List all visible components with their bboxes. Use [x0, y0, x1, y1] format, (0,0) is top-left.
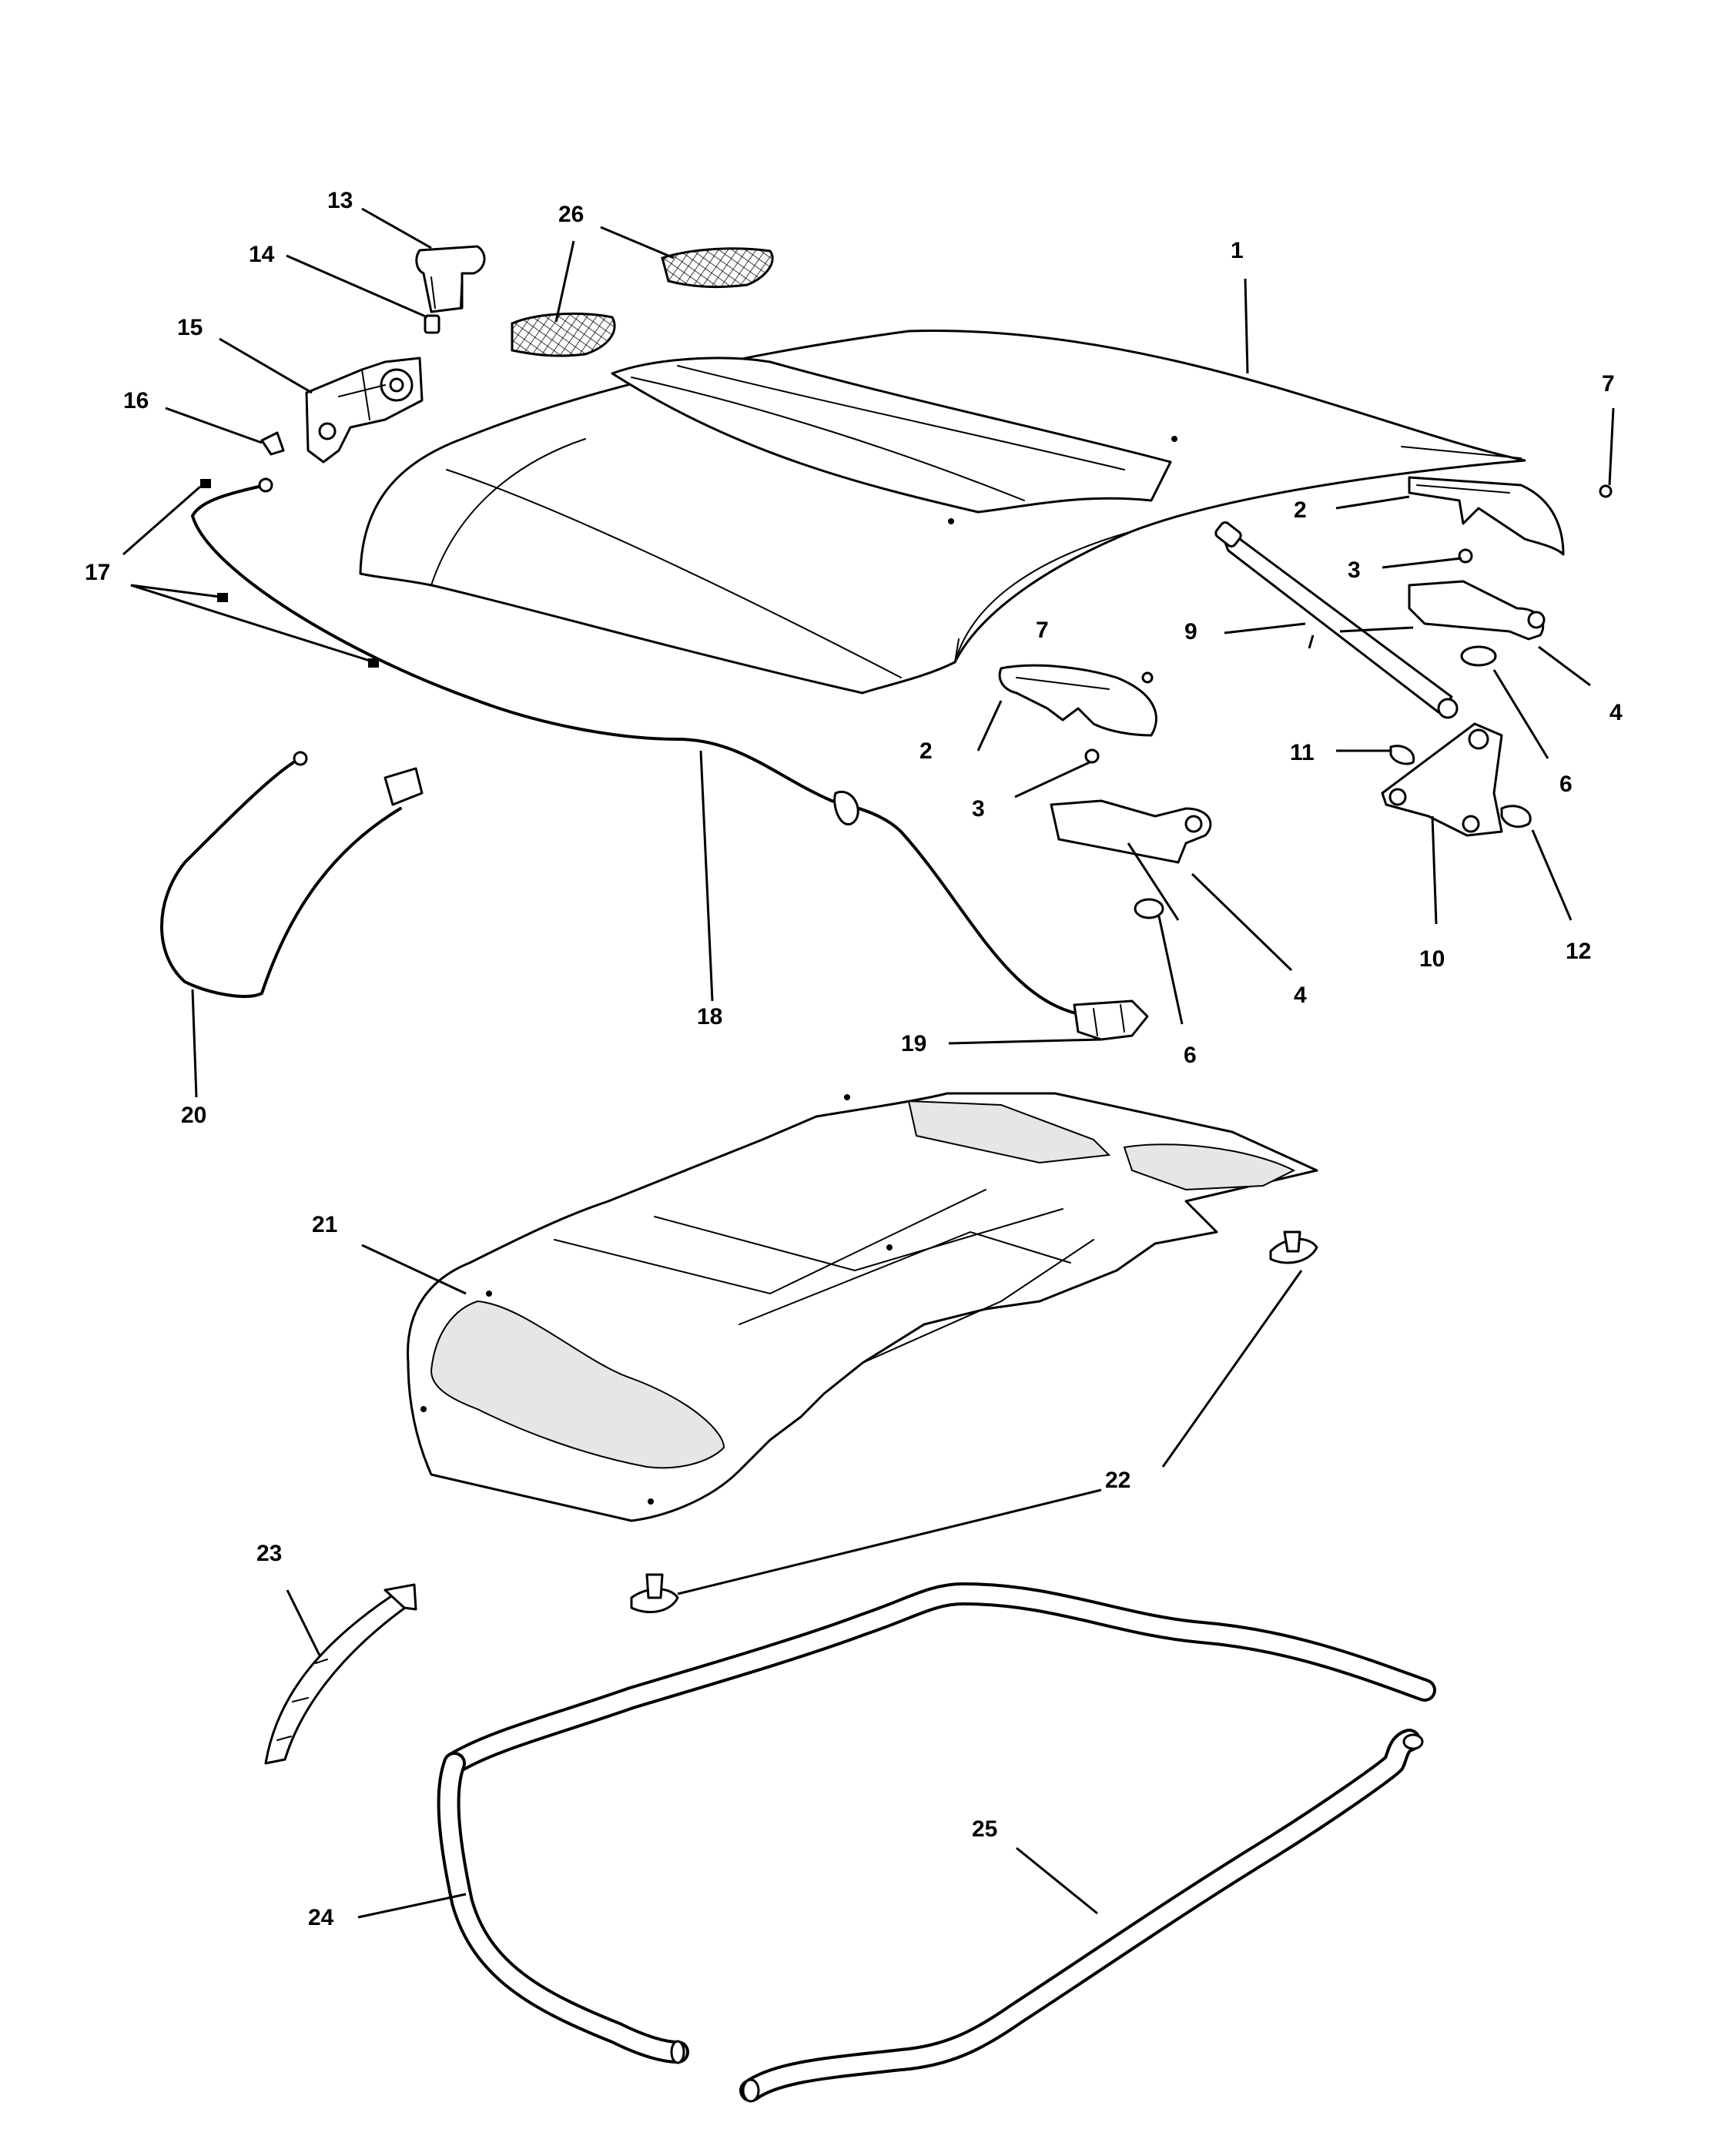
callout-25: 25 — [972, 1816, 997, 1842]
callout-labels: 1 2 2 3 3 4 4 6 6 7 7 9 10 11 12 13 14 1… — [85, 188, 1623, 1930]
callout-14: 14 — [249, 242, 275, 267]
nut-12 — [1500, 805, 1532, 829]
callout-16: 16 — [123, 388, 149, 413]
hinge-bracket-left — [1050, 799, 1212, 864]
callout-15: 15 — [177, 315, 203, 340]
callout-11: 11 — [1290, 740, 1315, 765]
callout-18: 18 — [697, 1004, 722, 1029]
callout-9: 9 — [1184, 619, 1197, 644]
hood-latch — [305, 357, 424, 464]
callout-4-left: 4 — [1294, 983, 1307, 1008]
callout-13: 13 — [327, 188, 353, 213]
callout-1: 1 — [1231, 238, 1244, 263]
callout-23: 23 — [256, 1541, 282, 1566]
callout-10: 10 — [1419, 946, 1445, 972]
gas-strut — [1214, 521, 1459, 719]
hinge-left — [998, 664, 1157, 737]
hinge-right — [1408, 476, 1565, 556]
callout-22: 22 — [1105, 1468, 1130, 1493]
callout-7-right: 7 — [1602, 371, 1615, 397]
push-pin-clip-right — [1269, 1230, 1318, 1264]
strut-mount-bracket — [1381, 722, 1503, 837]
latch-striker — [415, 245, 486, 313]
nut-11 — [1389, 745, 1415, 765]
callout-2-right: 2 — [1294, 497, 1307, 523]
hood-insulator — [407, 1092, 1318, 1522]
callout-26: 26 — [558, 202, 584, 227]
secondary-release-cable — [160, 751, 424, 999]
hood-side-seal-right — [739, 1729, 1424, 2103]
callout-3-left: 3 — [972, 796, 985, 822]
callout-3-right: 3 — [1348, 557, 1361, 583]
callout-24: 24 — [308, 1905, 334, 1930]
release-handle — [1073, 999, 1149, 1041]
washer-right — [1460, 645, 1497, 667]
cable-clip-a — [200, 479, 211, 488]
leader-lines — [122, 207, 1615, 1919]
callout-6-right: 6 — [1559, 772, 1573, 797]
callout-12: 12 — [1566, 939, 1591, 964]
callout-7-left: 7 — [1036, 618, 1049, 643]
hood-scoop-grille-rear — [661, 247, 774, 288]
push-pin-clip-left — [630, 1573, 679, 1614]
front-seal-segment — [264, 1583, 417, 1765]
hinge-bracket-right — [1408, 580, 1546, 641]
hood-scoop-grille-front — [511, 312, 616, 357]
hood-weatherstrip-upper — [443, 1582, 1436, 1775]
striker-bolt — [424, 314, 440, 334]
release-cable — [190, 477, 1095, 1018]
callout-6-left: 6 — [1184, 1043, 1197, 1068]
hood-bumper — [260, 431, 285, 456]
cable-clip-b — [217, 593, 228, 602]
bolt-upper-right — [1458, 548, 1473, 564]
cable-clip-c — [368, 658, 379, 668]
nut-right — [1599, 484, 1613, 498]
nut-left — [1141, 671, 1154, 684]
callout-20: 20 — [181, 1103, 206, 1128]
hood-panel — [359, 329, 1526, 695]
washer-left — [1134, 898, 1164, 919]
callout-2-left: 2 — [919, 738, 933, 764]
callout-19: 19 — [901, 1031, 926, 1056]
callout-21: 21 — [312, 1212, 337, 1237]
callout-4-right: 4 — [1609, 700, 1623, 725]
hood-side-seal-left — [437, 1752, 689, 2064]
callout-17: 17 — [85, 560, 110, 585]
bolt-lower-left — [1084, 748, 1100, 764]
